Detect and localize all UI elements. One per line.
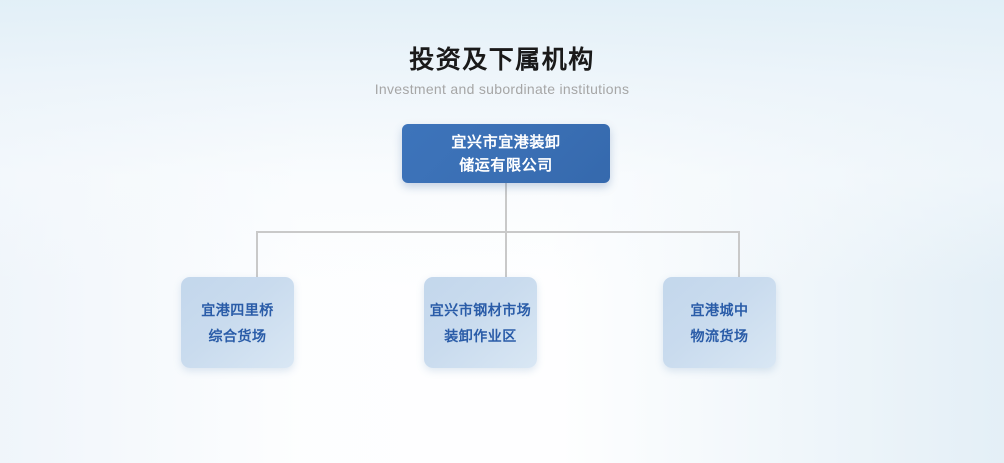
org-node-child-3-line-2: 物流货场 xyxy=(690,327,749,344)
connector-branch-3 xyxy=(738,231,740,278)
page-heading: 投资及下属机构 Investment and subordinate insti… xyxy=(0,44,1004,98)
org-node-root[interactable]: 宜兴市宜港装卸 储运有限公司 xyxy=(402,124,610,183)
org-node-child-2[interactable]: 宜兴市钢材市场 装卸作业区 xyxy=(424,277,537,368)
org-node-child-2-line-2: 装卸作业区 xyxy=(444,327,517,344)
org-node-child-1-line-1: 宜港四里桥 xyxy=(201,301,274,318)
org-node-child-2-line-1: 宜兴市钢材市场 xyxy=(429,301,532,318)
connector-horizontal-bar xyxy=(256,231,740,233)
page-subtitle: Investment and subordinate institutions xyxy=(374,81,630,97)
org-node-child-1-line-2: 综合货场 xyxy=(208,327,267,344)
org-node-child-1[interactable]: 宜港四里桥 综合货场 xyxy=(181,277,294,368)
connector-branch-1 xyxy=(256,231,258,278)
org-node-root-line-2: 储运有限公司 xyxy=(459,156,553,174)
org-node-child-3[interactable]: 宜港城中 物流货场 xyxy=(663,277,776,368)
connector-root-stem xyxy=(505,183,507,232)
connector-branch-2 xyxy=(505,231,507,278)
org-node-child-3-line-1: 宜港城中 xyxy=(690,301,749,318)
page-title: 投资及下属机构 xyxy=(409,46,595,74)
org-node-root-line-1: 宜兴市宜港装卸 xyxy=(451,133,561,151)
